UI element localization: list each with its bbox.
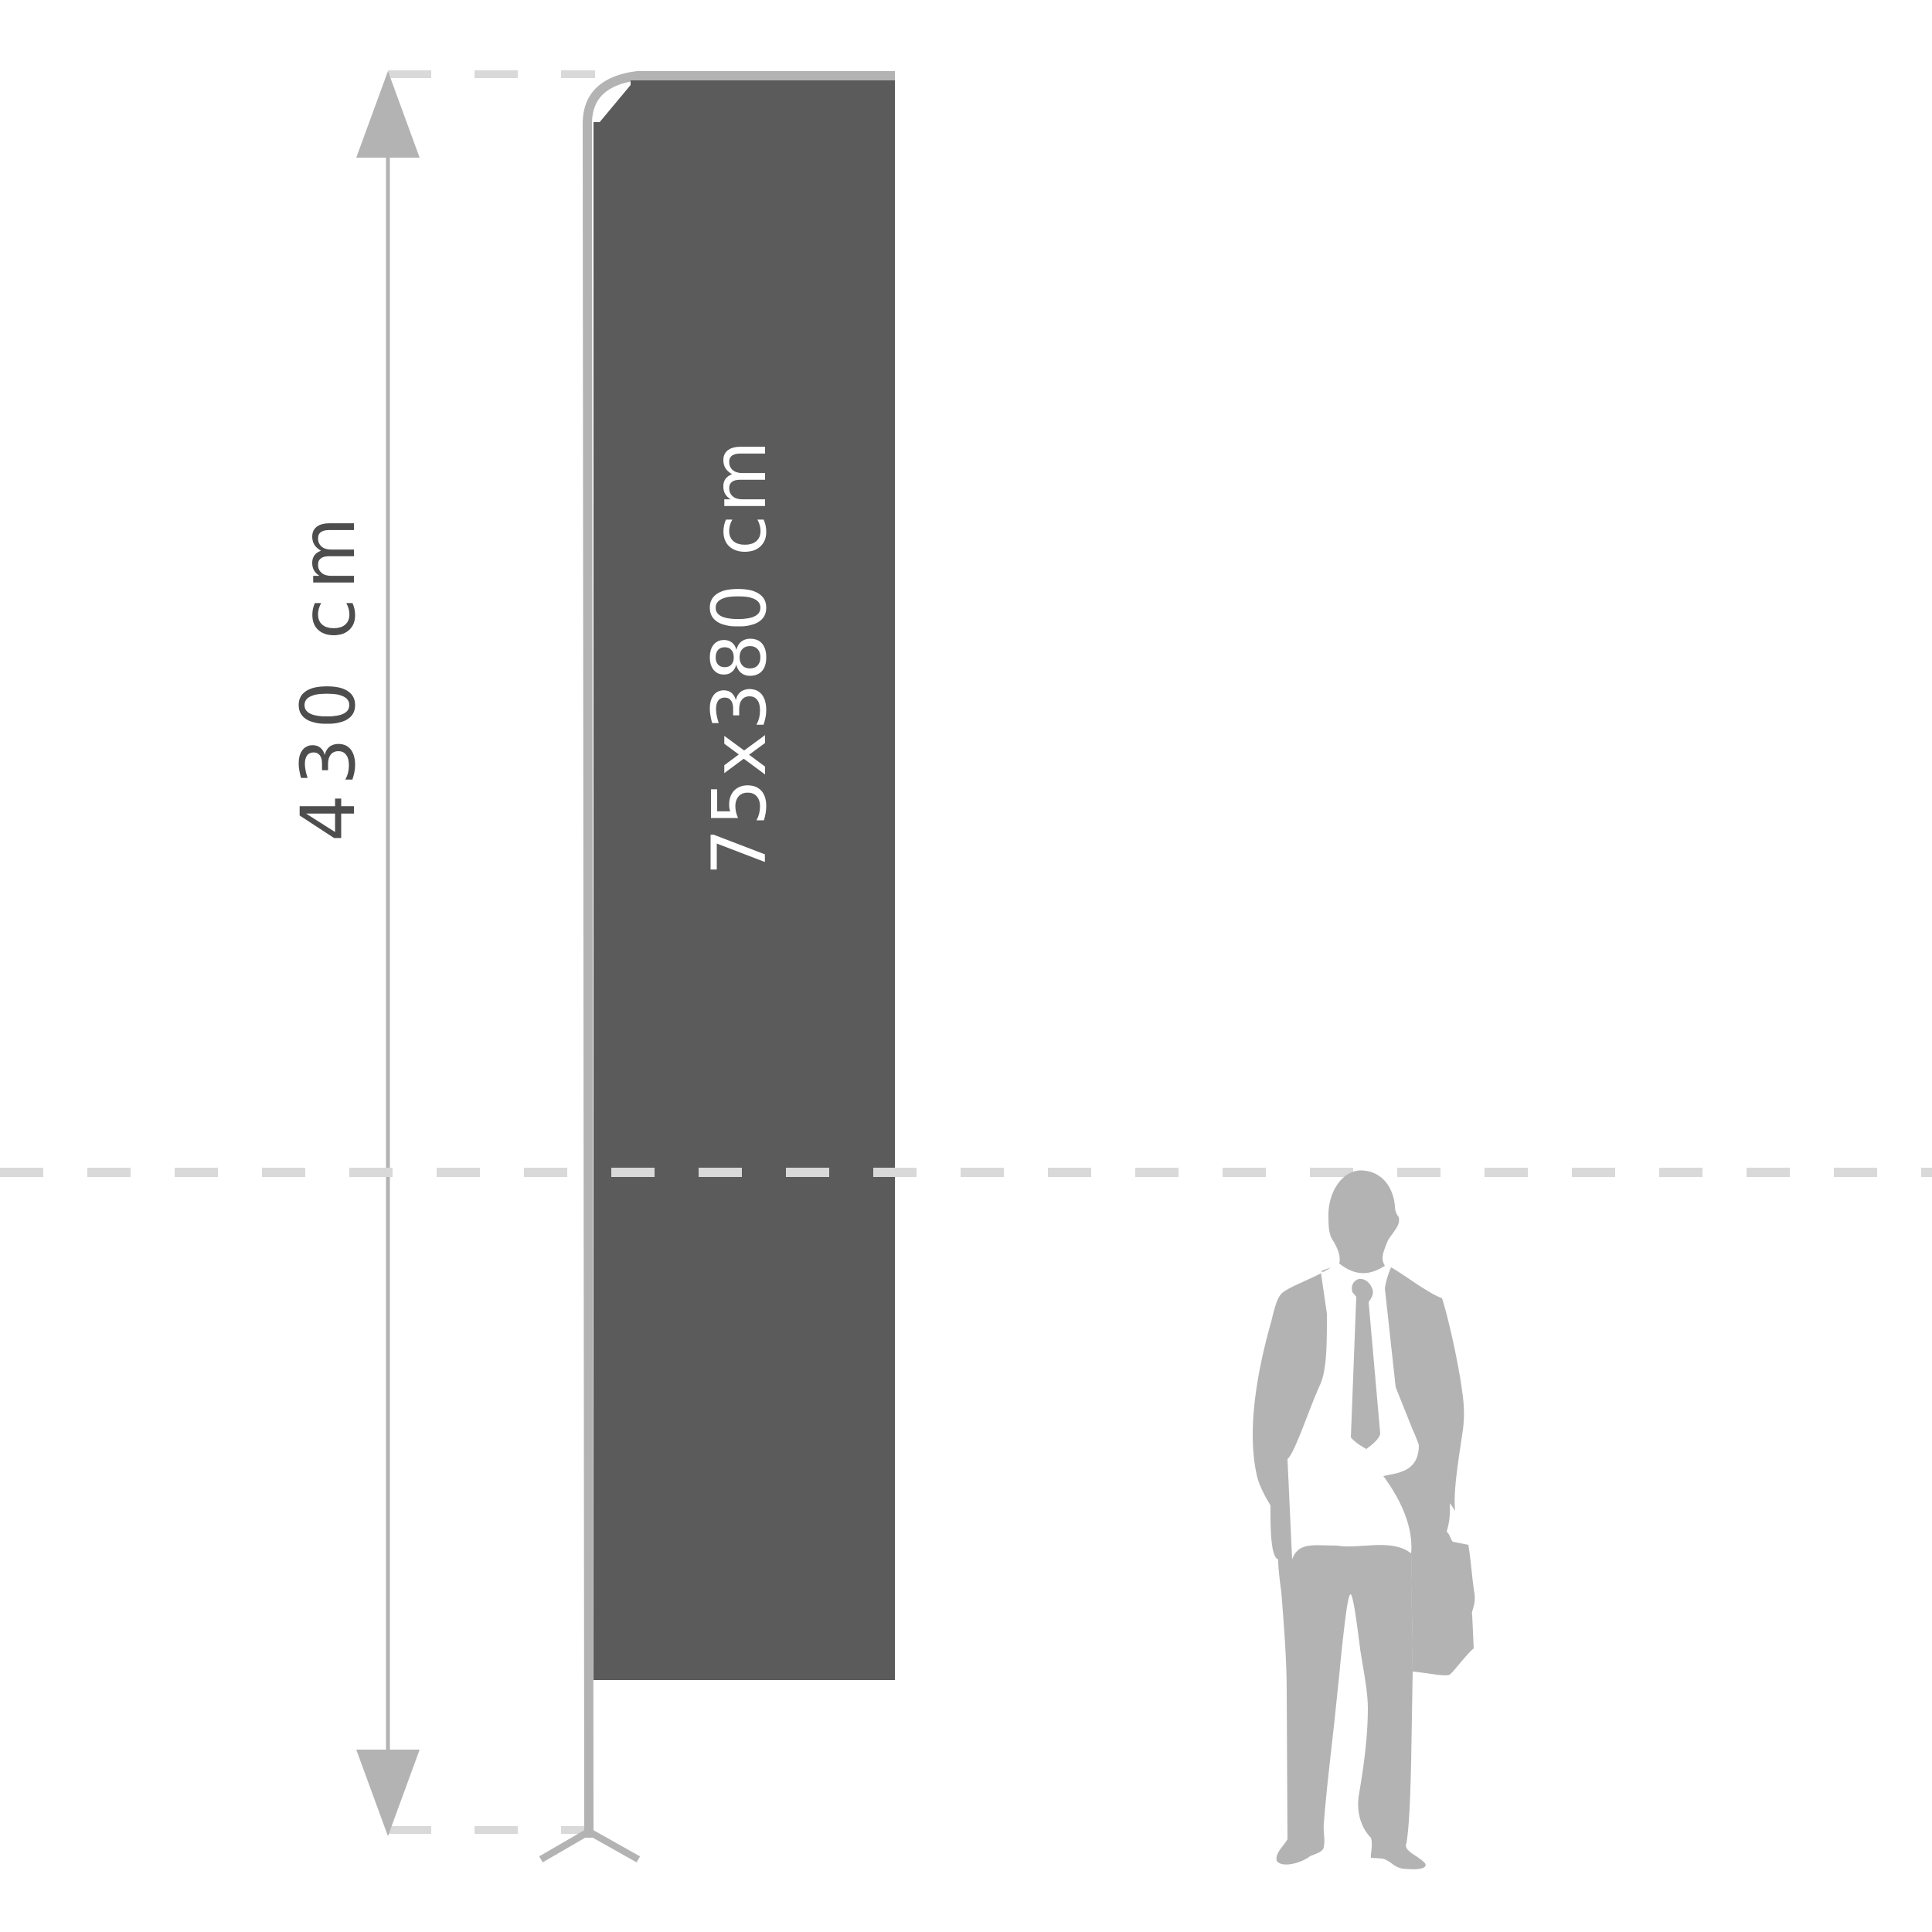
pole-cross-base [539,1828,641,1862]
total-height-label: 430 cm [285,508,372,842]
height-arrow-bottom-icon [356,1750,420,1836]
flag-banner [594,80,895,1680]
person-silhouette-icon [1253,1170,1475,1869]
flag-size-label: 75x380 cm [696,438,783,876]
height-arrow-top-icon [356,71,420,158]
flag-pole [583,71,895,1832]
